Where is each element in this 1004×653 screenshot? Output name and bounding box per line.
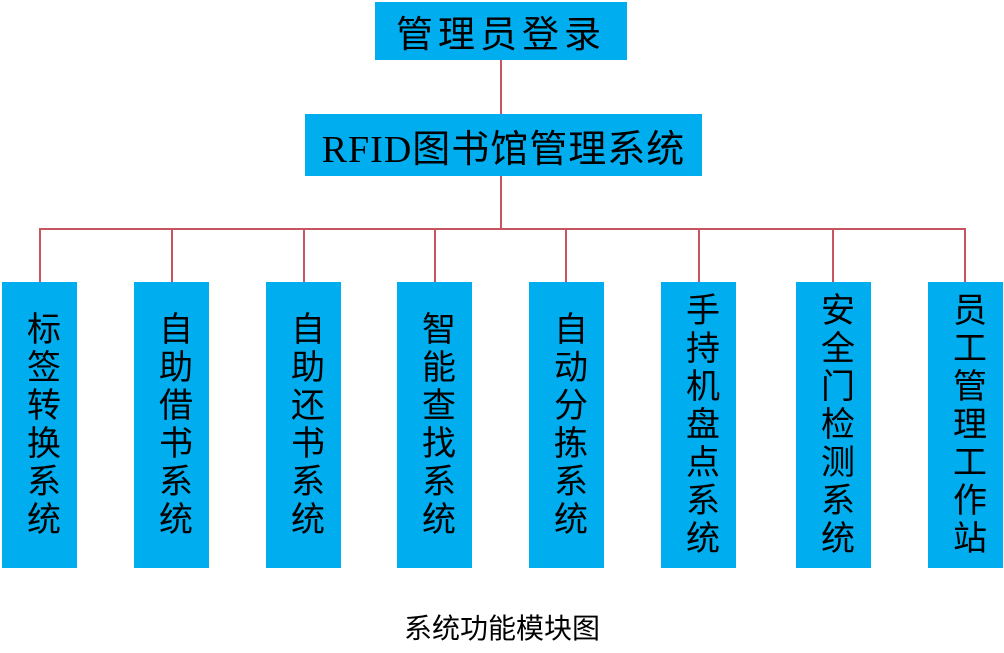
module-box-staff-workstation: 员工管理工作站 (928, 282, 1003, 568)
module-label: 自动分拣系统 (548, 311, 586, 539)
connector-system-to-rail (500, 176, 502, 229)
rfid-system-box: RFID图书馆管理系统 (305, 114, 702, 176)
module-box-smart-search: 智能查找系统 (397, 282, 472, 568)
module-box-handheld-inventory: 手持机盘点系统 (661, 282, 736, 568)
module-label: 自助还书系统 (285, 311, 323, 539)
module-box-self-borrow: 自助借书系统 (134, 282, 209, 568)
admin-login-box: 管理员登录 (375, 2, 627, 60)
connector-stub-4 (434, 229, 436, 282)
module-label: 自助借书系统 (153, 311, 191, 539)
module-box-auto-sorting: 自动分拣系统 (529, 282, 604, 568)
connector-stub-8 (964, 229, 966, 282)
connector-stub-5 (565, 229, 567, 282)
module-box-security-gate: 安全门检测系统 (796, 282, 871, 568)
connector-rail (39, 228, 966, 230)
module-label: 员工管理工作站 (947, 292, 985, 558)
module-label: 标签转换系统 (21, 311, 59, 539)
connector-stub-1 (39, 229, 41, 282)
diagram-caption: 系统功能模块图 (403, 613, 600, 644)
module-label: 智能查找系统 (416, 311, 454, 539)
connector-stub-7 (832, 229, 834, 282)
module-label: 手持机盘点系统 (680, 292, 718, 558)
rfid-system-label: RFID图书馆管理系统 (321, 128, 686, 171)
connector-stub-2 (171, 229, 173, 282)
connector-stub-6 (698, 229, 700, 282)
connector-stub-3 (303, 229, 305, 282)
module-label: 安全门检测系统 (815, 292, 853, 558)
admin-login-label: 管理员登录 (396, 15, 606, 56)
module-box-self-return: 自助还书系统 (266, 282, 341, 568)
module-box-tag-conversion: 标签转换系统 (2, 282, 77, 568)
connector-root-to-system (500, 60, 502, 114)
